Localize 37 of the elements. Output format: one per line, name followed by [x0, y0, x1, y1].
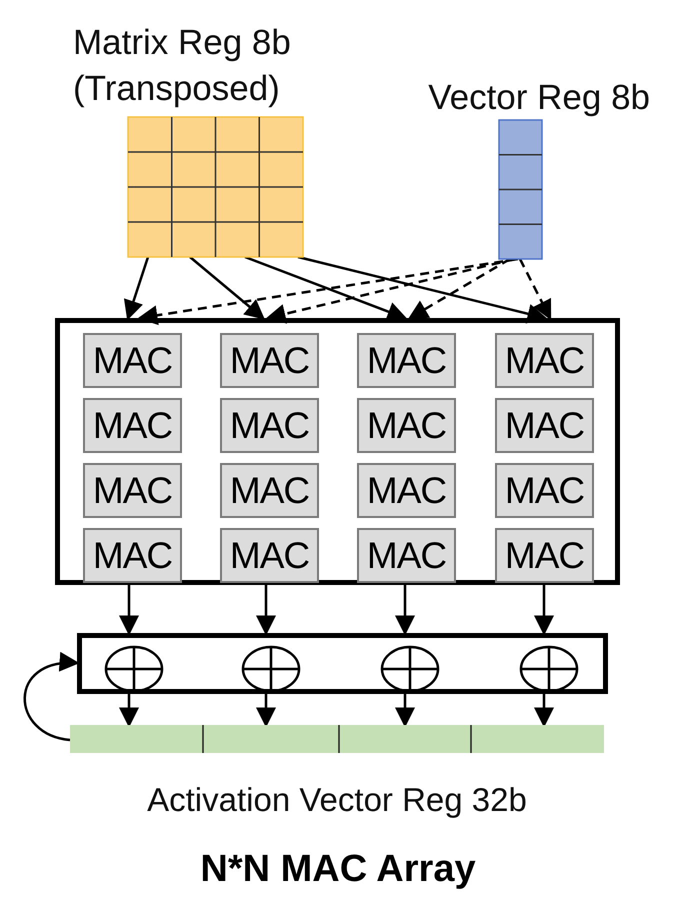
- mac-unit: MAC: [220, 333, 319, 388]
- mac-unit: MAC: [357, 333, 456, 388]
- arrow: [298, 256, 548, 324]
- register-label: Vector Reg 8b: [428, 76, 650, 118]
- mac-unit: MAC: [495, 398, 594, 453]
- arrow: [534, 694, 554, 728]
- arrow: [256, 585, 276, 636]
- diagram-title: N*N MAC Array: [199, 848, 477, 891]
- arrow: [189, 256, 265, 320]
- mac-unit: MAC: [83, 398, 182, 453]
- arrow: [124, 256, 150, 320]
- arrow: [395, 585, 415, 636]
- mac-unit: MAC: [83, 528, 182, 583]
- register-label: Matrix Reg 8b (Transposed): [73, 22, 292, 110]
- arrow: [266, 258, 516, 324]
- mac-unit: MAC: [220, 398, 319, 453]
- arrow: [256, 694, 276, 728]
- arrow: [119, 694, 139, 728]
- adder-row-frame: [77, 633, 608, 694]
- mac-unit: MAC: [495, 463, 594, 518]
- mac-unit: MAC: [83, 333, 182, 388]
- mac-unit: MAC: [220, 528, 319, 583]
- mac-unit: MAC: [495, 528, 594, 583]
- mac-unit: MAC: [495, 333, 594, 388]
- arrow: [395, 694, 415, 728]
- arrow: [119, 585, 139, 636]
- arrow: [138, 258, 518, 326]
- mac-array-frame: [55, 318, 620, 585]
- arrow: [534, 585, 554, 636]
- register-label: Activation Vector Reg 32b: [147, 780, 527, 820]
- mac-unit: MAC: [357, 398, 456, 453]
- mac-unit: MAC: [357, 463, 456, 518]
- arrow: [24, 653, 80, 742]
- mac-unit: MAC: [83, 463, 182, 518]
- mac-unit: MAC: [220, 463, 319, 518]
- arrow: [518, 258, 552, 320]
- mac-unit: MAC: [357, 528, 456, 583]
